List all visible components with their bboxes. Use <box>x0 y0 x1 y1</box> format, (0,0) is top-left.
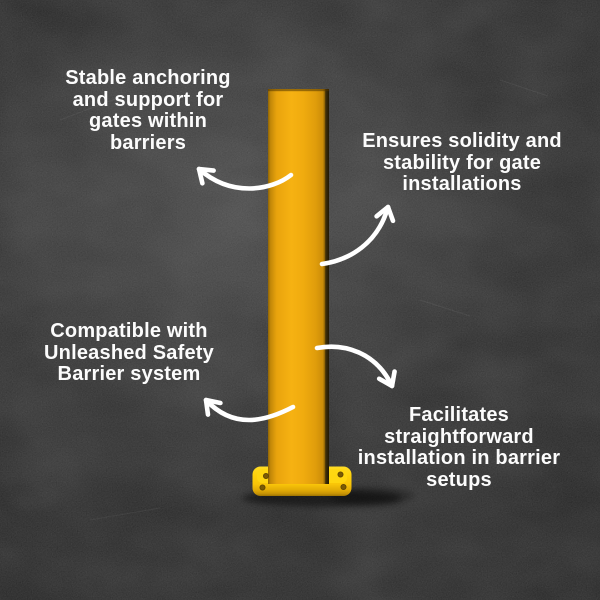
chalk-scratches <box>59 79 549 521</box>
annotation-middle-left: Compatible with Unleashed Safety Barrier… <box>44 320 214 385</box>
arrow-to-bottom-right-note-icon <box>314 344 397 389</box>
annotation-bottom-right: Facilitates straightforward installation… <box>357 404 561 491</box>
arrow-to-middle-left-note-icon <box>203 397 296 423</box>
arrow-to-top-left-note-icon <box>196 166 294 191</box>
post-top-edge <box>268 89 329 92</box>
callout-arrows <box>196 166 397 423</box>
annotation-top-right: Ensures solidity and stability for gate … <box>362 130 562 195</box>
bolt-holes <box>259 471 347 491</box>
post-body <box>268 89 329 484</box>
barrier-post-graphic <box>242 89 414 507</box>
annotation-top-left: Stable anchoring and support for gates w… <box>65 67 231 154</box>
ground-shadow-right <box>330 487 414 505</box>
arrow-to-top-right-note-icon <box>319 204 396 267</box>
